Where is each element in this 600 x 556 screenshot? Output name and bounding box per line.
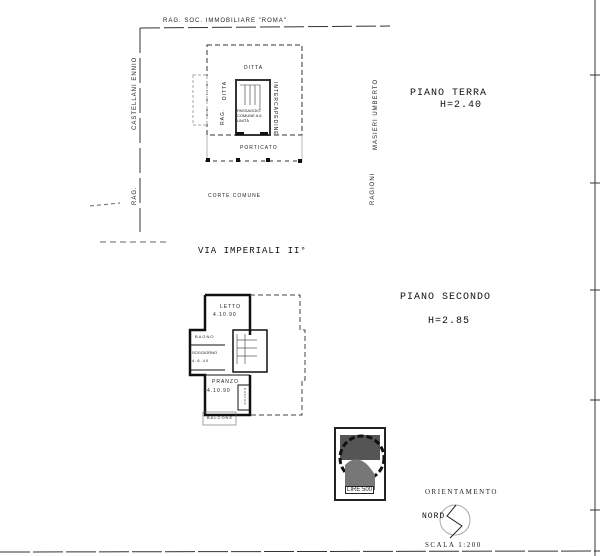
- room-cucina-label: CUCINA: [243, 388, 247, 406]
- stair-core: [235, 79, 271, 136]
- room-left-label: DITTA: [222, 80, 228, 100]
- room-soggiorno-label: SOGGIORNO: [192, 350, 218, 355]
- ground-floor-title: PIANO TERRA: [410, 88, 488, 99]
- stair-label: PASSAGGIO COMUNE A 6 UNITÀ: [237, 108, 262, 123]
- north-label: NORD: [422, 512, 446, 521]
- owner-top-label: RAG. SOC. IMMOBILIARE "ROMA": [163, 18, 287, 24]
- stamp-value: LIRE 500: [345, 486, 375, 494]
- orientation-label: ORIENTAMENTO: [425, 488, 498, 496]
- room-pranzo-size: 4.10.90: [207, 388, 231, 394]
- room-bagno-label: BAGNO: [195, 334, 215, 339]
- room-left-small-label: RAG.: [220, 108, 226, 125]
- room-letto-label: LETTO: [220, 304, 242, 310]
- ground-floor-height: H=2.40: [440, 100, 483, 111]
- porch-label: PORTICATO: [240, 145, 278, 151]
- court-label: CORTE COMUNE: [208, 193, 262, 199]
- room-soggiorno-size: 4.6.40: [192, 358, 210, 363]
- owner-right-label: MASIERI UMBERTO: [373, 78, 379, 150]
- scale-label: SCALA 1:200: [425, 541, 482, 549]
- second-floor-plan: [188, 293, 306, 426]
- owner-left-label: CASTELLANI ENNIO: [132, 56, 138, 130]
- room-letto-size: 4.10.90: [213, 312, 237, 318]
- street-label: VIA IMPERIALI II°: [198, 246, 307, 256]
- ground-floor-plan: [139, 25, 391, 232]
- owner-left-bottom-label: RAG.: [132, 186, 138, 205]
- room-right-label: INTERCAPEDINE: [272, 82, 278, 136]
- room-balcone-label: BALCONE: [207, 415, 234, 420]
- porch-pillars: [206, 132, 302, 163]
- room-pranzo-label: PRANZO: [212, 379, 239, 385]
- room-top-label: DITTA: [244, 65, 264, 71]
- north-arrow-icon: [439, 504, 471, 539]
- second-floor-title: PIANO SECONDO: [400, 292, 492, 303]
- second-floor-height: H=2.85: [428, 316, 471, 327]
- owner-right-bottom-label: RAGIONI: [370, 172, 376, 205]
